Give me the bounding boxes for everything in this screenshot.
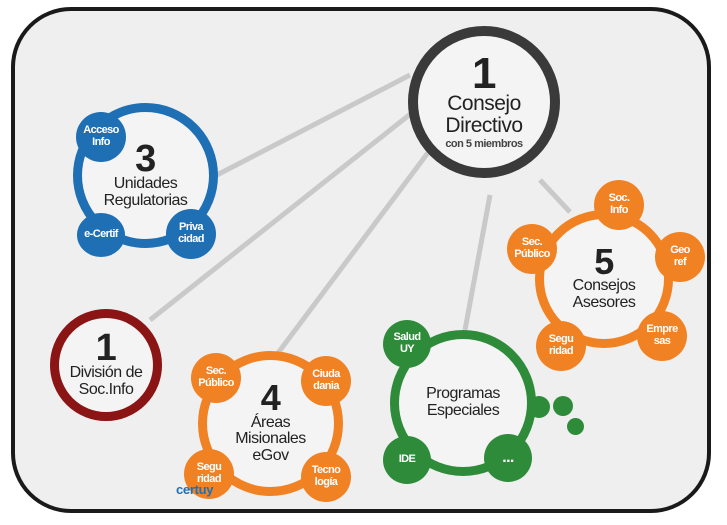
division-number: 1 bbox=[95, 327, 117, 370]
areas-line2: Misionales bbox=[235, 430, 306, 448]
consejos-sat-empresas: Empre sas bbox=[637, 311, 687, 361]
programas-sat-ide: IDE bbox=[383, 436, 431, 484]
green-dot-medium bbox=[553, 396, 573, 416]
division-line2: Soc.Info bbox=[78, 381, 134, 399]
connector-areas bbox=[275, 148, 433, 355]
connector-unidades bbox=[211, 72, 412, 180]
programas-line1: Programas bbox=[426, 385, 500, 403]
unidades-sat-acceso-info: Acceso Info bbox=[76, 112, 126, 162]
certuy-logo: certuy bbox=[176, 482, 214, 497]
areas-sat-sec-publico: Sec. Público bbox=[191, 353, 241, 403]
consejos-sat-seguridad: Segu ridad bbox=[536, 321, 586, 371]
programas-line2: Especiales bbox=[426, 402, 500, 419]
connector-consejos bbox=[538, 178, 572, 214]
unidades-sat-privacidad: Priva cidad bbox=[166, 209, 216, 259]
unidades-sat-ecertif: e-Certif bbox=[77, 213, 125, 257]
consejos-sat-soc-info: Soc. Info bbox=[594, 180, 644, 230]
consejo-directivo-node: 1 Consejo Directivo con 5 miembros bbox=[408, 26, 560, 178]
programas-sat-more: ... bbox=[484, 434, 532, 482]
consejos-sat-sec-publico: Sec. Público bbox=[507, 224, 557, 274]
consejo-line2: Directivo bbox=[445, 114, 523, 138]
unidades-line2: Regulatorias bbox=[103, 191, 188, 209]
areas-line3: eGov bbox=[252, 447, 289, 465]
consejo-sub: con 5 miembros bbox=[445, 138, 523, 151]
consejos-line1: Consejos bbox=[572, 277, 636, 295]
programas-sat-salud-uy: Salud UY bbox=[383, 320, 431, 368]
consejos-number: 5 bbox=[594, 241, 614, 282]
unidades-line1: Unidades bbox=[113, 174, 178, 192]
consejo-line1: Consejo bbox=[447, 92, 521, 116]
consejos-line2: Asesores bbox=[572, 294, 636, 312]
connector-division bbox=[148, 106, 420, 322]
areas-number: 4 bbox=[260, 377, 281, 419]
consejo-number: 1 bbox=[472, 48, 496, 98]
division-line1: División de bbox=[69, 364, 143, 382]
green-dot-large bbox=[528, 396, 550, 418]
areas-line1: Áreas bbox=[250, 413, 291, 431]
areas-sat-tecnologia: Tecno logía bbox=[301, 452, 351, 502]
areas-sat-seguridad: Segu ridad bbox=[184, 449, 234, 499]
green-dot-small bbox=[567, 418, 584, 435]
division-soc-info-node: 1 División de Soc.Info bbox=[50, 309, 162, 421]
unidades-number: 3 bbox=[135, 137, 156, 180]
connector-programas bbox=[462, 194, 493, 331]
areas-sat-ciudadania: Ciuda dania bbox=[301, 356, 351, 406]
consejos-sat-georef: Geo ref bbox=[655, 232, 705, 282]
